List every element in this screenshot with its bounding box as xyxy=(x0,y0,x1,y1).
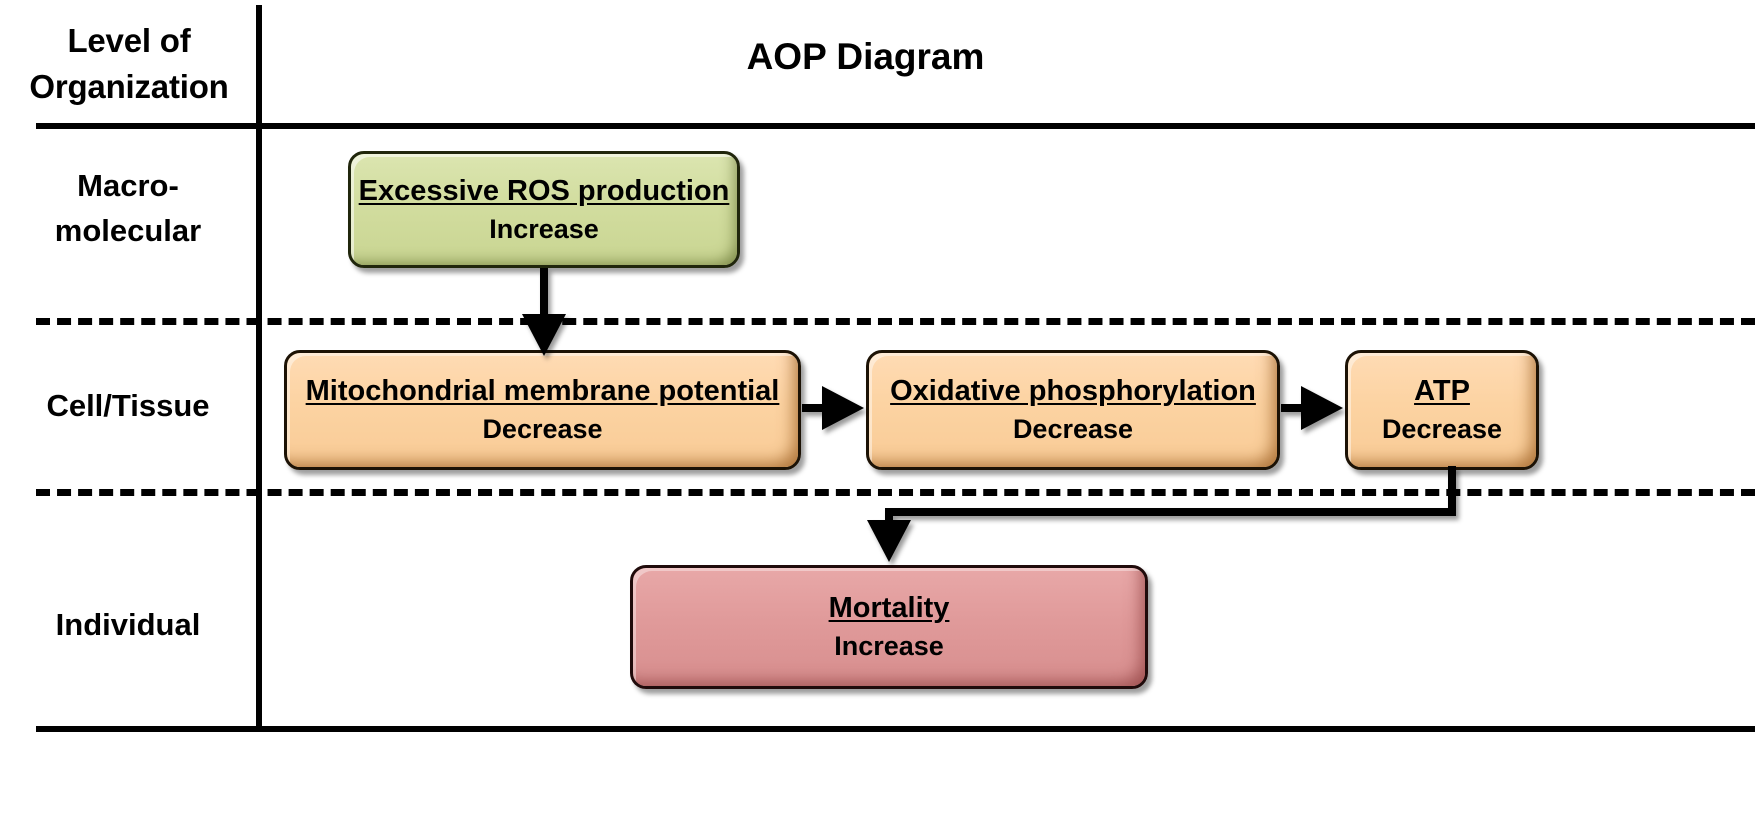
level-of-organization-header-line1: Level of xyxy=(67,22,191,59)
node-oxidative-phosphorylation-title: Oxidative phosphorylation xyxy=(890,375,1256,407)
row-label-macromolecular-line2: molecular xyxy=(54,213,202,248)
column-separator-top xyxy=(256,5,262,126)
node-oxidative-phosphorylation[interactable]: Oxidative phosphorylation Decrease xyxy=(866,350,1280,470)
level-of-organization-header-line2: Organization xyxy=(29,68,229,105)
row-label-cell-tissue: Cell/Tissue xyxy=(46,388,210,423)
node-mitochondrial-membrane-potential-direction: Decrease xyxy=(482,414,603,444)
page-title: AOP Diagram xyxy=(746,36,985,77)
node-mortality-direction: Increase xyxy=(834,631,944,661)
node-mitochondrial-membrane-potential-title: Mitochondrial membrane potential xyxy=(305,375,780,407)
header-rule xyxy=(36,123,1755,129)
node-oxidative-phosphorylation-direction: Decrease xyxy=(1012,414,1134,444)
row-label-macromolecular: Macro- molecular xyxy=(0,163,256,253)
node-excessive-ros-production-direction: Increase xyxy=(489,213,599,244)
node-atp-direction: Decrease xyxy=(1381,414,1503,444)
divider-macromolecular-cell xyxy=(36,318,1755,325)
footer-rule xyxy=(36,726,1755,732)
arrow-ros-to-mitochondrial-membrane-potential xyxy=(522,268,566,356)
arrow-mitochondrial-membrane-potential-to-oxidative-phosphorylation xyxy=(802,386,864,430)
node-mortality[interactable]: Mortality Increase xyxy=(630,565,1148,689)
arrow-oxidative-phosphorylation-to-atp xyxy=(1281,386,1343,430)
node-mitochondrial-membrane-potential[interactable]: Mitochondrial membrane potential Decreas… xyxy=(284,350,801,470)
column-separator-body xyxy=(256,126,262,730)
node-atp-title: ATP xyxy=(1414,375,1470,407)
node-excessive-ros-production-title: Excessive ROS production xyxy=(358,174,730,207)
level-of-organization-header: Level of Organization xyxy=(0,18,258,110)
node-excessive-ros-production[interactable]: Excessive ROS production Increase xyxy=(348,151,740,268)
arrow-atp-to-mortality xyxy=(867,466,1456,562)
divider-cell-individual xyxy=(36,489,1755,496)
node-mortality-title: Mortality xyxy=(828,592,950,624)
row-label-macromolecular-line1: Macro- xyxy=(77,168,179,203)
node-atp[interactable]: ATP Decrease xyxy=(1345,350,1539,470)
row-label-individual: Individual xyxy=(55,607,201,642)
